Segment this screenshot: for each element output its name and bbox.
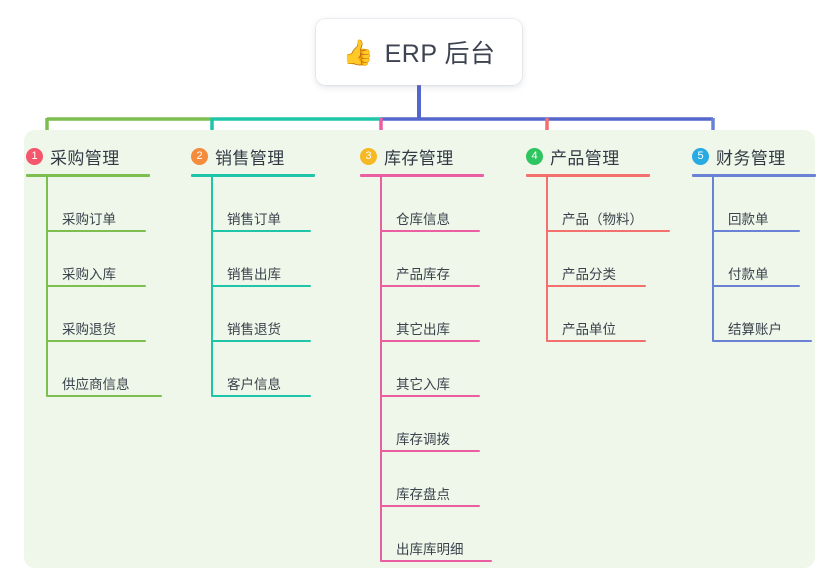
branch-leaf[interactable]: 销售出库 xyxy=(211,263,311,287)
branch-leaf-label: 其它出库 xyxy=(396,322,450,337)
branch-leaf-label: 销售退货 xyxy=(227,322,281,337)
branch-leaf-label: 销售出库 xyxy=(227,267,281,282)
branch-leaf-label: 结算账户 xyxy=(728,322,782,337)
branch-header-rule xyxy=(692,174,816,177)
branch-leaf-label: 库存调拨 xyxy=(396,432,450,447)
branch-leaf[interactable]: 付款单 xyxy=(712,263,800,287)
branch-leaf-rule xyxy=(712,230,800,232)
branch-leaf[interactable]: 销售退货 xyxy=(211,318,311,342)
branch-leaf[interactable]: 出库库明细 xyxy=(380,538,492,562)
branch-leaf-label: 仓库信息 xyxy=(396,212,450,227)
branch-leaf-rule xyxy=(380,285,480,287)
branch-leaf[interactable]: 产品分类 xyxy=(546,263,646,287)
branch-leaf[interactable]: 库存盘点 xyxy=(380,483,480,507)
branch-leaf-label: 客户信息 xyxy=(227,377,281,392)
branch-header-rule xyxy=(26,174,150,177)
branch-leaf-label: 采购订单 xyxy=(62,212,116,227)
branch-header-2[interactable]: 2 销售管理 xyxy=(191,144,285,169)
branch-number-badge: 4 xyxy=(526,148,543,165)
branch-leaf-rule xyxy=(380,450,480,452)
branch-leaf-rule xyxy=(546,230,670,232)
branch-leaf[interactable]: 回款单 xyxy=(712,208,800,232)
branch-number-badge: 2 xyxy=(191,148,208,165)
branch-leaf[interactable]: 产品（物料） xyxy=(546,208,670,232)
branch-leaf[interactable]: 仓库信息 xyxy=(380,208,480,232)
branch-header-3[interactable]: 3 库存管理 xyxy=(360,144,454,169)
branch-leaf[interactable]: 客户信息 xyxy=(211,373,311,397)
branch-spine xyxy=(546,175,548,341)
branch-title: 产品管理 xyxy=(550,149,620,168)
branch-leaf-rule xyxy=(380,230,480,232)
branch-leaf-rule xyxy=(546,285,646,287)
thumbs-up-icon: 👍 xyxy=(342,37,374,67)
branch-leaf-rule xyxy=(712,340,812,342)
branch-leaf-label: 供应商信息 xyxy=(62,377,130,392)
branch-leaf-label: 采购入库 xyxy=(62,267,116,282)
branch-spine xyxy=(712,175,714,341)
branch-leaf-rule xyxy=(211,395,311,397)
branch-number-badge: 3 xyxy=(360,148,377,165)
branch-header-rule xyxy=(526,174,650,177)
branch-header-4[interactable]: 4 产品管理 xyxy=(526,144,620,169)
branches-panel xyxy=(24,130,815,568)
branch-leaf-label: 产品分类 xyxy=(562,267,616,282)
branch-leaf[interactable]: 其它出库 xyxy=(380,318,480,342)
branch-leaf[interactable]: 产品库存 xyxy=(380,263,480,287)
branch-leaf-rule xyxy=(546,340,646,342)
branch-leaf[interactable]: 产品单位 xyxy=(546,318,646,342)
branch-leaf-rule xyxy=(380,560,492,562)
branch-leaf-rule xyxy=(46,395,162,397)
branch-leaf-rule xyxy=(46,230,146,232)
branch-title: 销售管理 xyxy=(215,149,285,168)
branch-leaf-rule xyxy=(380,395,480,397)
branch-leaf-label: 采购退货 xyxy=(62,322,116,337)
branch-leaf-rule xyxy=(380,340,480,342)
branch-leaf-rule xyxy=(46,340,146,342)
branch-title: 采购管理 xyxy=(50,149,120,168)
branch-leaf-label: 回款单 xyxy=(728,212,769,227)
branch-leaf-label: 付款单 xyxy=(728,267,769,282)
root-title: ERP 后台 xyxy=(384,40,496,68)
branch-number-badge: 5 xyxy=(692,148,709,165)
branch-leaf[interactable]: 采购退货 xyxy=(46,318,146,342)
branch-leaf-label: 产品库存 xyxy=(396,267,450,282)
branch-title: 财务管理 xyxy=(716,149,786,168)
branch-leaf[interactable]: 库存调拨 xyxy=(380,428,480,452)
branch-leaf-label: 其它入库 xyxy=(396,377,450,392)
branch-header-rule xyxy=(360,174,484,177)
branch-leaf-label: 销售订单 xyxy=(227,212,281,227)
branch-leaf[interactable]: 其它入库 xyxy=(380,373,480,397)
branch-leaf[interactable]: 结算账户 xyxy=(712,318,812,342)
branch-spine xyxy=(380,175,382,561)
branch-leaf-rule xyxy=(380,505,480,507)
branch-leaf-rule xyxy=(712,285,800,287)
branch-leaf-rule xyxy=(46,285,146,287)
branch-header-5[interactable]: 5 财务管理 xyxy=(692,144,786,169)
branch-leaf-rule xyxy=(211,230,311,232)
branch-leaf[interactable]: 采购入库 xyxy=(46,263,146,287)
branch-title: 库存管理 xyxy=(384,149,454,168)
root-node[interactable]: 👍 ERP 后台 xyxy=(316,19,522,85)
branch-number-badge: 1 xyxy=(26,148,43,165)
branch-header-rule xyxy=(191,174,315,177)
branch-leaf-rule xyxy=(211,340,311,342)
branch-leaf[interactable]: 销售订单 xyxy=(211,208,311,232)
branch-header-1[interactable]: 1 采购管理 xyxy=(26,144,120,169)
branch-leaf-label: 库存盘点 xyxy=(396,487,450,502)
branch-leaf-label: 出库库明细 xyxy=(396,542,464,557)
branch-leaf[interactable]: 供应商信息 xyxy=(46,373,162,397)
branch-leaf-label: 产品单位 xyxy=(562,322,616,337)
branch-leaf[interactable]: 采购订单 xyxy=(46,208,146,232)
branch-leaf-rule xyxy=(211,285,311,287)
branch-leaf-label: 产品（物料） xyxy=(562,212,643,227)
